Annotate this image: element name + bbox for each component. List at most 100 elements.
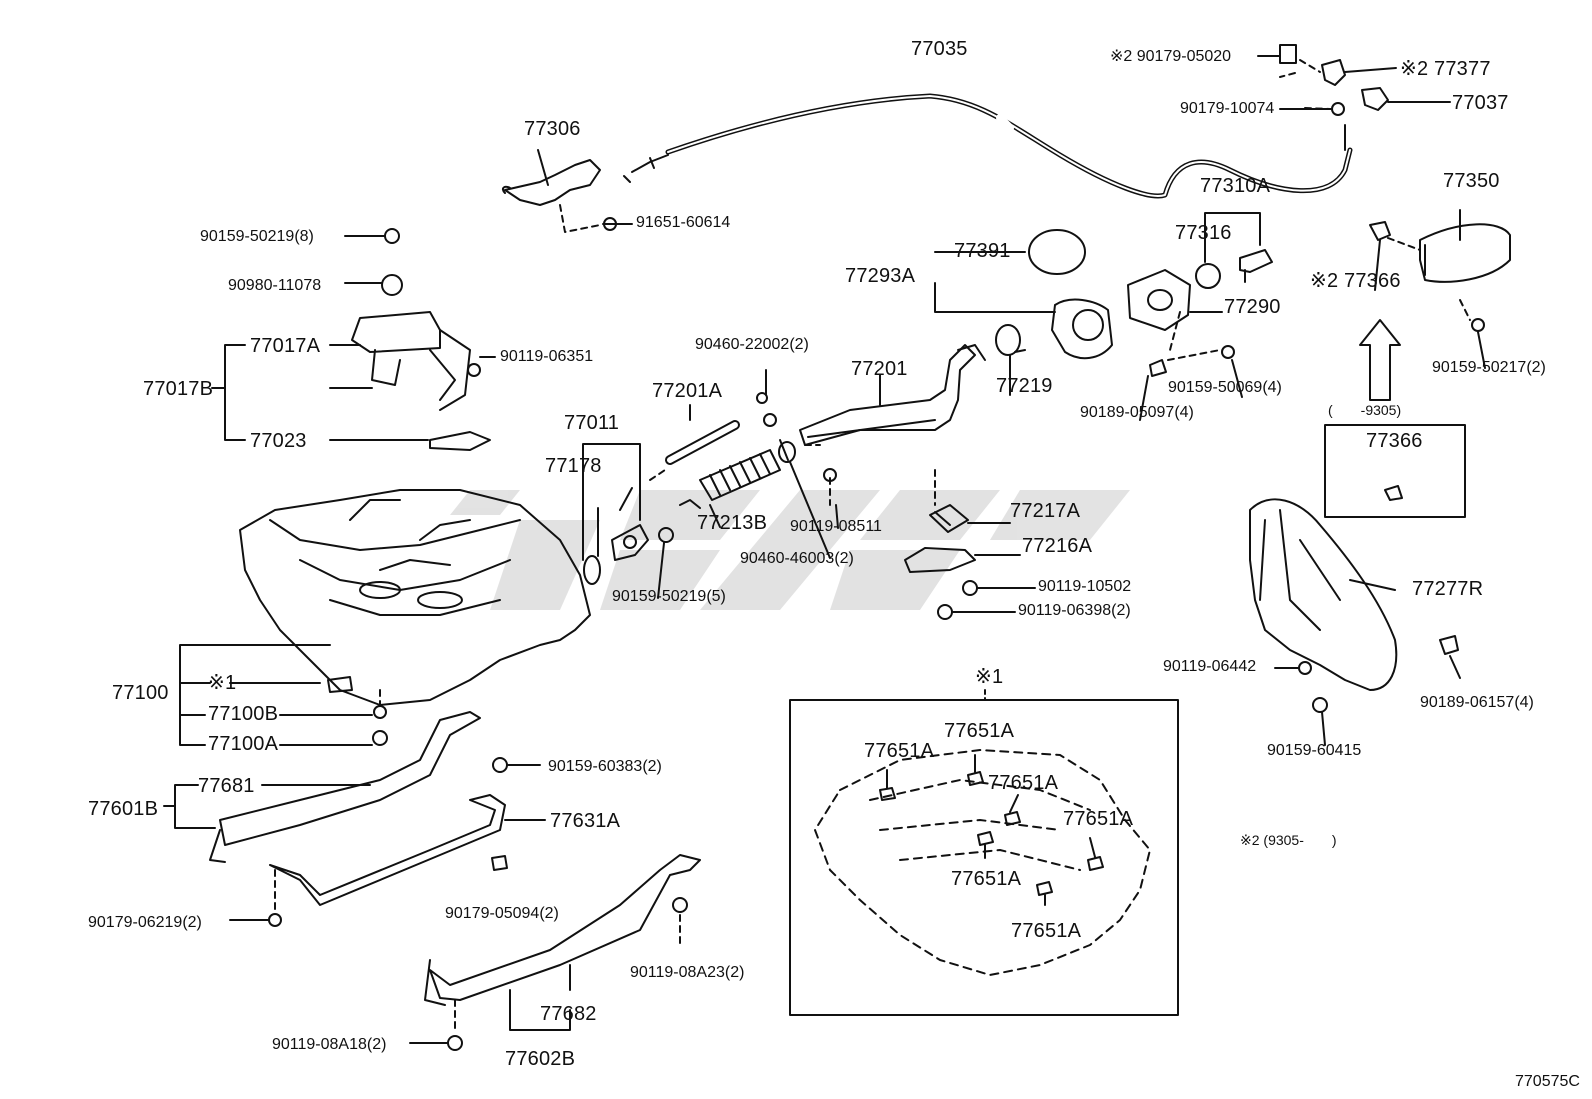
label-90179-05094: 90179-05094(2) xyxy=(445,905,559,922)
cushion-77100B-icon xyxy=(373,705,387,719)
label-77651A-5: 77651A xyxy=(951,868,1022,890)
label-77681: 77681 xyxy=(198,775,255,797)
label-77017A: 77017A xyxy=(250,335,321,357)
label-90159-50069: 90159-50069(4) xyxy=(1168,379,1282,396)
label-77366-note: ※2 77366 xyxy=(1310,270,1401,292)
label-note-1: ※1 xyxy=(208,672,237,694)
lock-77377-icon xyxy=(1321,59,1346,86)
label-77631A: 77631A xyxy=(550,810,621,832)
watermark xyxy=(450,490,1130,610)
pad-77651A-icon xyxy=(879,771,1104,896)
label-90119-08511: 90119-08511 xyxy=(790,518,882,535)
label-90119-08A18: 90119-08A18(2) xyxy=(272,1036,387,1053)
label-77201A: 77201A xyxy=(652,380,723,402)
label-77011: 77011 xyxy=(564,412,620,434)
gasket-77316-icon xyxy=(1195,263,1221,289)
label-77651A-3: 77651A xyxy=(988,772,1059,794)
nut-90179-06219-icon xyxy=(268,913,282,927)
label-77100: 77100 xyxy=(112,682,169,704)
bolt-90119-10502-icon xyxy=(962,580,978,596)
clamp-icon xyxy=(679,499,701,509)
gasket-77023-icon xyxy=(429,431,491,451)
label-90119-06351: 90119-06351 xyxy=(500,348,594,365)
label-90119-06398: 90119-06398(2) xyxy=(1018,602,1131,619)
hinge-77366-variant-icon xyxy=(1384,485,1403,501)
tank-band-77682 xyxy=(429,854,701,1001)
bolt-77100A-icon xyxy=(372,730,388,746)
label-90980-11078: 90980-11078 xyxy=(228,277,322,294)
ring-77391-icon xyxy=(1028,229,1086,275)
protector-77277R xyxy=(1249,498,1398,691)
label-90159-50219-8: 90159-50219(8) xyxy=(200,228,314,245)
filler-pipe xyxy=(799,344,976,446)
label-77216A: 77216A xyxy=(1022,535,1093,557)
label-90179-05020: ※2 90179-05020 xyxy=(1110,48,1232,65)
label-90189-06157: 90189-06157(4) xyxy=(1420,694,1534,711)
label-90189-05097: 90189-05097(4) xyxy=(1080,404,1194,421)
label-77391: 77391 xyxy=(954,240,1011,262)
clip-90189-06157-icon xyxy=(1439,635,1459,655)
fuel-lid-door xyxy=(1419,223,1511,283)
nut-90179-10074-icon xyxy=(1331,102,1345,116)
label-90179-10074: 90179-10074 xyxy=(1180,100,1275,117)
label-77602B: 77602B xyxy=(505,1048,576,1070)
screw-90159-50069-icon xyxy=(1221,345,1235,359)
bolt-90119-08A18-icon xyxy=(447,1035,463,1051)
bolt-90159-50219-8-icon xyxy=(384,228,400,244)
label-77651A-4: 77651A xyxy=(1063,808,1134,830)
filler-opening-77290 xyxy=(1127,269,1191,331)
label-90159-50217: 90159-50217(2) xyxy=(1432,359,1546,376)
nut-90980-11078-icon xyxy=(381,274,403,296)
label-77651A-6: 77651A xyxy=(1011,920,1082,942)
label-77219: 77219 xyxy=(996,375,1053,397)
tank-outline-dashed xyxy=(814,749,1151,976)
label-77350: 77350 xyxy=(1443,170,1500,192)
label-90159-60415: 90159-60415 xyxy=(1267,742,1362,759)
label-77213B: 77213B xyxy=(697,512,768,534)
label-77601B: 77601B xyxy=(88,798,159,820)
label-77178: 77178 xyxy=(545,455,602,477)
label-77310A: 77310A xyxy=(1200,175,1271,197)
cable-end-left xyxy=(623,154,669,183)
fuel-lid-cable-inner xyxy=(667,95,1351,197)
bracket-77216A xyxy=(904,547,976,573)
clip-90179-05094-icon xyxy=(491,855,508,871)
clip-90189-05097-icon xyxy=(1149,359,1167,377)
label-90119-10502: 90119-10502 xyxy=(1038,578,1132,595)
tank-band-77681 xyxy=(219,711,481,846)
clamp-90460-46003-icon xyxy=(778,441,796,463)
clamp-90460-22002-icon xyxy=(763,413,777,427)
bracket-77217A xyxy=(929,504,969,533)
fuel-pump-77017A xyxy=(351,311,441,386)
label-77017B: 77017B xyxy=(143,378,214,400)
label-77682: 77682 xyxy=(540,1003,597,1025)
label-90119-08A23: 90119-08A23(2) xyxy=(630,964,745,981)
label-90159-60383: 90159-60383(2) xyxy=(548,758,662,775)
bolt-90119-06398-icon xyxy=(937,604,953,620)
screw-90159-50217-icon xyxy=(1471,318,1485,332)
label-77100B: 77100B xyxy=(208,703,279,725)
label-90119-06442: 90119-06442 xyxy=(1163,658,1257,675)
bolt-90119-06351-icon xyxy=(467,363,481,377)
lock-77037-icon xyxy=(1361,87,1389,111)
label-77037: 77037 xyxy=(1452,92,1509,114)
fill-hose-77213B xyxy=(699,449,781,501)
label-90159-50219-5: 90159-50219(5) xyxy=(612,588,726,605)
label-90460-22002: 90460-22002(2) xyxy=(695,336,809,353)
screw-90159-60415-icon xyxy=(1312,697,1328,713)
label-91651-60614: 91651-60614 xyxy=(636,214,731,231)
fuel-sender-77011 xyxy=(611,524,649,561)
gasket-77178-icon xyxy=(583,555,601,585)
filler-neck-end xyxy=(957,344,986,361)
label-90179-06219: 90179-06219(2) xyxy=(88,914,202,931)
label-77277R: 77277R xyxy=(1412,578,1484,600)
label-box-note-1: ※1 xyxy=(975,666,1004,688)
bolt-90159-50219-icon xyxy=(658,527,674,543)
bolt-90119-08511-icon xyxy=(823,468,837,482)
variant-box-77366 xyxy=(1324,424,1466,518)
bolt-90119-06442-icon xyxy=(1298,661,1312,675)
direction-arrow-icon xyxy=(1359,319,1401,401)
label-77306: 77306 xyxy=(524,118,581,140)
fuel-cap-77310A-icon xyxy=(1239,249,1273,283)
